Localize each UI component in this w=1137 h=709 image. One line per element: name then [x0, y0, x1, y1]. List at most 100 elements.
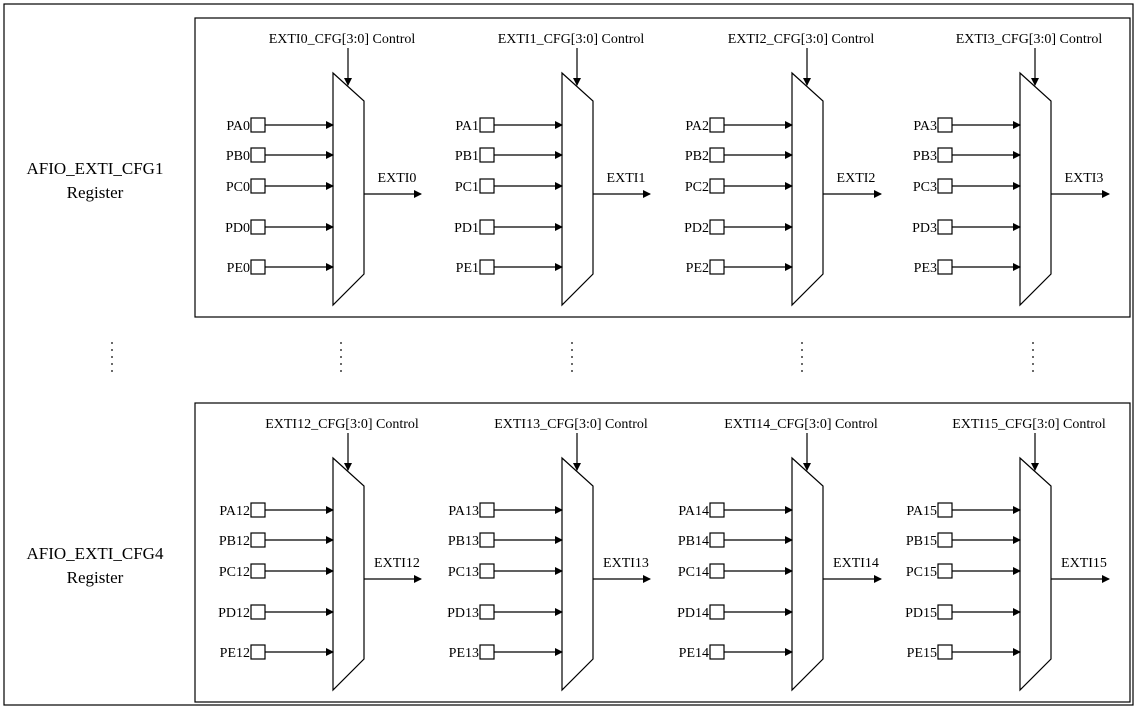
ellipsis-dot	[571, 349, 573, 351]
pin-label-pd12: PD12	[218, 606, 250, 621]
mux-exti12: EXTI12_CFG[3:0] ControlPA12PB12PC12PD12P…	[218, 417, 422, 692]
pin-box	[479, 178, 495, 194]
continuation-ellipses	[111, 342, 1034, 372]
ellipsis-column	[340, 342, 342, 372]
ellipsis-dot	[340, 356, 342, 358]
ellipsis-dot	[111, 349, 113, 351]
pin-label-pc13: PC13	[448, 565, 479, 580]
mux-output-label: EXTI14	[833, 556, 879, 571]
pin-box	[937, 178, 953, 194]
pin-box	[709, 563, 725, 579]
pin-label-pb3: PB3	[913, 149, 937, 164]
pin-label-pe13: PE13	[449, 646, 479, 661]
mux-output-label: EXTI12	[374, 556, 420, 571]
register-box	[194, 402, 1131, 703]
pin-box	[250, 563, 266, 579]
pin-label-pa14: PA14	[678, 504, 709, 519]
ellipsis-dot	[111, 363, 113, 365]
pin-box	[709, 147, 725, 163]
pin-box	[937, 604, 953, 620]
pin-label-pc1: PC1	[455, 180, 479, 195]
pin-box	[709, 259, 725, 275]
pin-label-pc15: PC15	[906, 565, 937, 580]
pin-box	[479, 604, 495, 620]
multiplexer-shape	[561, 456, 594, 692]
pin-box	[250, 502, 266, 518]
pin-label-pa2: PA2	[685, 119, 709, 134]
pin-label-pe3: PE3	[914, 261, 937, 276]
mux-exti0: EXTI0_CFG[3:0] ControlPA0PB0PC0PD0PE0EXT…	[225, 32, 422, 307]
mux-control-label: EXTI12_CFG[3:0] Control	[265, 417, 419, 432]
ellipsis-column	[571, 342, 573, 372]
pin-label-pa3: PA3	[913, 119, 937, 134]
pin-label-pa13: PA13	[448, 504, 479, 519]
register-name: AFIO_EXTI_CFG4	[27, 544, 164, 563]
pin-box	[250, 604, 266, 620]
mux-control-label: EXTI0_CFG[3:0] Control	[269, 32, 416, 47]
pin-box	[479, 532, 495, 548]
pin-label-pa1: PA1	[455, 119, 479, 134]
mux-output-label: EXTI15	[1061, 556, 1107, 571]
mux-control-label: EXTI15_CFG[3:0] Control	[952, 417, 1106, 432]
mux-control-label: EXTI14_CFG[3:0] Control	[724, 417, 878, 432]
ellipsis-dot	[571, 370, 573, 372]
pin-box	[709, 644, 725, 660]
pin-label-pb12: PB12	[219, 534, 250, 549]
ellipsis-dot	[801, 349, 803, 351]
register-name: AFIO_EXTI_CFG1	[27, 159, 164, 178]
pin-label-pb0: PB0	[226, 149, 250, 164]
pin-label-pc3: PC3	[913, 180, 937, 195]
pin-box	[709, 219, 725, 235]
pin-box	[250, 532, 266, 548]
pin-label-pc0: PC0	[226, 180, 250, 195]
multiplexer-shape	[561, 71, 594, 307]
mux-output-label: EXTI2	[837, 171, 876, 186]
ellipsis-dot	[571, 356, 573, 358]
mux-control-label: EXTI13_CFG[3:0] Control	[494, 417, 648, 432]
pin-box	[937, 563, 953, 579]
mux-exti14: EXTI14_CFG[3:0] ControlPA14PB14PC14PD14P…	[677, 417, 882, 692]
pin-label-pe1: PE1	[456, 261, 479, 276]
pin-label-pe15: PE15	[907, 646, 937, 661]
mux-output-label: EXTI13	[603, 556, 649, 571]
pin-box	[479, 259, 495, 275]
pin-box	[709, 532, 725, 548]
pin-label-pd15: PD15	[905, 606, 937, 621]
pin-label-pd2: PD2	[684, 221, 709, 236]
pin-box	[479, 644, 495, 660]
multiplexer-shape	[1019, 71, 1052, 307]
pin-label-pc12: PC12	[219, 565, 250, 580]
pin-label-pb15: PB15	[906, 534, 937, 549]
ellipsis-dot	[801, 356, 803, 358]
pin-box	[937, 532, 953, 548]
pin-label-pc14: PC14	[678, 565, 709, 580]
ellipsis-dot	[571, 363, 573, 365]
mux-exti15: EXTI15_CFG[3:0] ControlPA15PB15PC15PD15P…	[905, 417, 1110, 692]
pin-box	[479, 563, 495, 579]
mux-output-label: EXTI0	[378, 171, 417, 186]
pin-box	[709, 117, 725, 133]
ellipsis-dot	[111, 342, 113, 344]
pin-label-pa15: PA15	[906, 504, 937, 519]
mux-exti3: EXTI3_CFG[3:0] ControlPA3PB3PC3PD3PE3EXT…	[912, 32, 1110, 307]
pin-label-pa0: PA0	[226, 119, 250, 134]
ellipsis-column	[1032, 342, 1034, 372]
pin-box	[250, 147, 266, 163]
ellipsis-dot	[111, 356, 113, 358]
pin-label-pe2: PE2	[686, 261, 709, 276]
pin-box	[250, 259, 266, 275]
pin-box	[937, 147, 953, 163]
pin-label-pb2: PB2	[685, 149, 709, 164]
pin-box	[250, 219, 266, 235]
pin-box	[937, 117, 953, 133]
pin-box	[479, 147, 495, 163]
pin-box	[250, 178, 266, 194]
pin-label-pb14: PB14	[678, 534, 709, 549]
ellipsis-dot	[1032, 356, 1034, 358]
pin-box	[250, 644, 266, 660]
register-suffix: Register	[67, 183, 124, 202]
pin-box	[709, 178, 725, 194]
